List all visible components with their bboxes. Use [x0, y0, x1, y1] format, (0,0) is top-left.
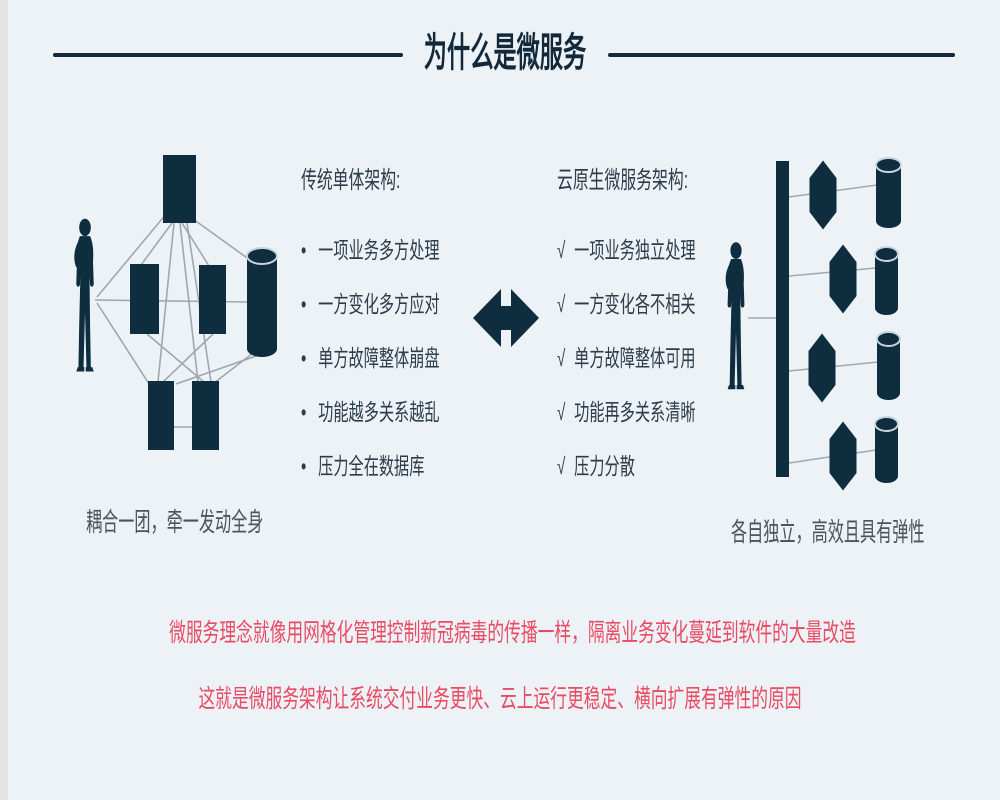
monolith-tangle-diagram — [74, 155, 278, 450]
bullet-icon: • — [301, 237, 307, 263]
microservices-caption: 各自独立，高效且具有弹性 — [731, 517, 925, 547]
person-icon — [725, 242, 745, 390]
database-cylinder-icon — [246, 247, 278, 357]
summary-line-1: 微服务理念就像用网格化管理控制新冠病毒的传播一样，隔离业务变化蔓延到软件的大量改… — [169, 619, 856, 647]
title-rule-right — [608, 53, 955, 57]
summary-line-2: 这就是微服务架构让系统交付业务更快、云上运行更稳定、横向扩展有弹性的原因 — [198, 685, 802, 713]
monolith-heading: 传统单体架构: — [301, 167, 401, 194]
database-cylinder-icons — [874, 157, 902, 483]
person-icon — [74, 218, 94, 372]
microservices-heading: 云原生微服务架构: — [557, 167, 689, 194]
bullet-icon: • — [301, 453, 307, 479]
microservices-connector-lines — [748, 184, 879, 464]
check-icon: √ — [557, 345, 566, 371]
bullet-icon: • — [301, 291, 307, 317]
service-bus-bar — [776, 161, 789, 477]
microservices-rows-diagram — [725, 157, 902, 491]
title-rule-left — [53, 53, 403, 57]
bullet-icon: • — [301, 345, 307, 371]
monolith-text-panel: 传统单体架构: •一项业务多方处理 •一方变化多方应对 •单方故障整体崩盘 •功… — [301, 166, 459, 506]
list-item: √压力分散 — [557, 453, 635, 479]
page-title-text: 为什么是微服务 — [423, 31, 587, 75]
monolith-module-blocks — [130, 155, 226, 450]
check-icon: √ — [557, 237, 566, 263]
list-item: •功能越多关系越乱 — [301, 399, 440, 425]
check-icon: √ — [557, 399, 566, 425]
list-item: √功能再多关系清晰 — [557, 399, 696, 425]
list-item: √单方故障整体可用 — [557, 345, 696, 371]
monolith-caption: 耦合一团，牵一发动全身 — [86, 507, 264, 537]
list-item: √一方变化各不相关 — [557, 291, 696, 317]
list-item: •单方故障整体崩盘 — [301, 345, 440, 371]
bullet-icon: • — [301, 399, 307, 425]
double-arrow-icon — [473, 289, 539, 347]
check-icon: √ — [557, 453, 566, 479]
microservices-text-panel: 云原生微服务架构: √一项业务独立处理 √一方变化各不相关 √单方故障整体可用 … — [557, 166, 715, 506]
list-item: •一方变化多方应对 — [301, 291, 440, 317]
list-item: •压力全在数据库 — [301, 453, 425, 479]
list-item: √一项业务独立处理 — [557, 237, 696, 263]
service-hexagon-icons — [808, 160, 857, 491]
monolith-connector-lines — [94, 212, 260, 428]
check-icon: √ — [557, 291, 566, 317]
list-item: •一项业务多方处理 — [301, 237, 440, 263]
page-edge-strip — [0, 0, 8, 800]
page-title: 为什么是微服务 — [380, 24, 630, 75]
